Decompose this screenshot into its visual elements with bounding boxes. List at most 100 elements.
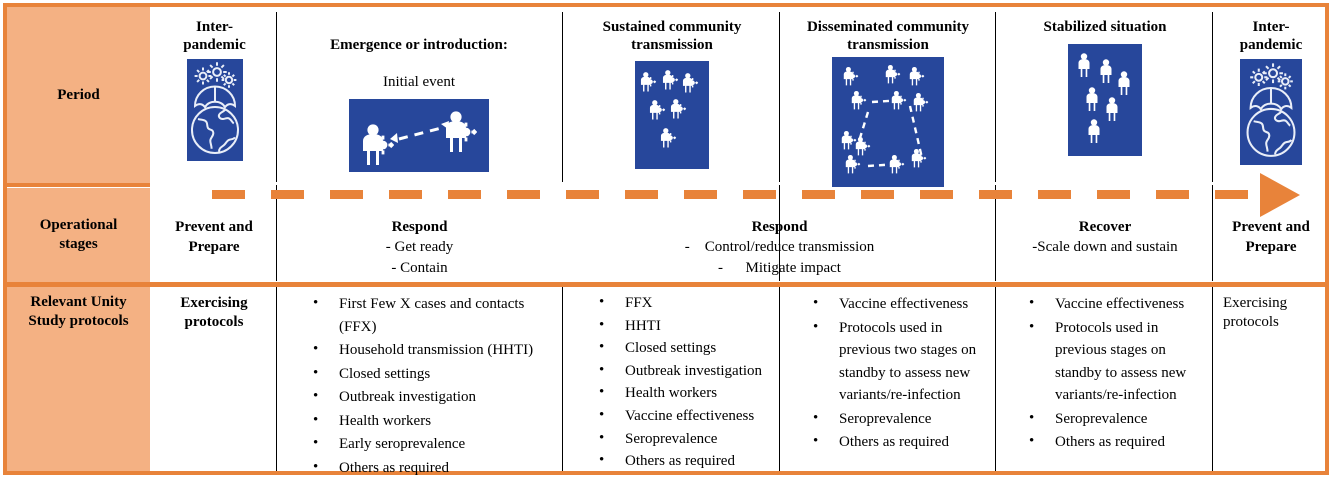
row-header-period: Period	[7, 7, 150, 183]
column-separator-4-row1	[995, 12, 996, 182]
timeline-dash	[1156, 190, 1189, 199]
row-header-period-label: Period	[57, 86, 100, 103]
row-header-protocols: Relevant Unity Study protocols	[7, 287, 150, 471]
network-infected-people-icon	[832, 56, 944, 187]
protocols-cell-disseminated: Vaccine effectiveness Protocols used in …	[783, 289, 993, 455]
column-separator-5-row1	[1212, 12, 1213, 182]
list-item: FFX	[599, 292, 771, 315]
row-separator-ops-protocols	[7, 282, 1325, 287]
timeline-dash	[979, 190, 1012, 199]
ops-stage-recover: Recover -Scale down and sustain	[999, 217, 1211, 258]
ops-stage-line: - Mitigate impact	[718, 259, 841, 276]
period-cell-inter-pandemic-start: Inter- pandemic	[154, 14, 275, 187]
period-title-stabilized: Stabilized situation	[1043, 19, 1167, 35]
timeline-dash	[1097, 190, 1130, 199]
period-title-emergence-main: Emergence or introduction:	[330, 37, 508, 54]
period-cell-inter-pandemic-end: Inter- pandemic	[1217, 14, 1325, 187]
list-item: Health workers	[313, 409, 553, 433]
period-title-disseminated: Disseminated community transmission	[806, 19, 970, 54]
list-item: Seroprevalence	[1029, 407, 1205, 431]
row-header-operational-stages-label: Operational stages	[39, 217, 118, 252]
period-title-sustained: Sustained community transmission	[602, 19, 742, 54]
protocols-list-stabilized: Vaccine effectiveness Protocols used in …	[999, 292, 1211, 454]
ops-stage-respond-control: Respond - Control/reduce transmission - …	[567, 217, 992, 278]
timeline-diagram-frame: Period Operational stages Relevant Unity…	[3, 3, 1329, 478]
ops-stage-title: Respond	[391, 219, 448, 235]
list-item: Others as required	[813, 430, 987, 454]
list-item: Early seroprevalence	[313, 432, 553, 456]
row-header-protocols-label: Relevant Unity Study protocols	[28, 294, 129, 329]
list-item: Outbreak investigation	[599, 360, 771, 383]
ops-stage-line: -Scale down and sustain	[1032, 239, 1178, 256]
timeline-dash	[625, 190, 658, 199]
period-title-emergence: Emergence or introduction: Initial event	[330, 14, 508, 91]
list-item: Others as required	[599, 450, 771, 473]
period-cell-stabilized: Stabilized situation	[999, 14, 1211, 187]
column-separator-3-row1	[779, 12, 780, 182]
list-item: HHTI	[599, 315, 771, 338]
protocols-list-disseminated: Vaccine effectiveness Protocols used in …	[783, 292, 993, 454]
column-separator-4-row2	[995, 185, 996, 281]
six-healthy-people-icon	[1068, 44, 1142, 157]
period-cell-disseminated: Disseminated community transmission	[783, 14, 993, 187]
column-separator-5-row3	[1212, 287, 1213, 471]
timeline-dash	[389, 190, 422, 199]
column-separator-4-row3	[995, 287, 996, 471]
ops-stage-prevent-prepare-start: Prevent and Prepare	[154, 217, 274, 258]
list-item: Household transmission (HHTI)	[313, 338, 553, 362]
row-separator-period-ops	[7, 183, 150, 187]
protocols-text-inter-pandemic-start: Exercising protocols	[180, 295, 248, 330]
timeline-dash	[566, 190, 599, 199]
period-title-inter-pandemic-end: Inter- pandemic	[1239, 19, 1303, 54]
list-item: Seroprevalence	[813, 407, 987, 431]
protocols-list-emergence: First Few X cases and contacts (FFX) Hou…	[279, 292, 559, 480]
column-separator-1-row3	[276, 287, 277, 471]
column-separator-1-row2	[276, 185, 277, 281]
timeline-dash	[802, 190, 835, 199]
timeline-dash	[330, 190, 363, 199]
timeline-dash	[920, 190, 953, 199]
ops-stage-title: Prevent and Prepare	[1232, 219, 1310, 256]
column-separator-2-row3	[562, 287, 563, 471]
column-separator-2-row1	[562, 12, 563, 182]
ops-stage-title: Prevent and Prepare	[175, 219, 253, 256]
ops-stage-prevent-prepare-end: Prevent and Prepare	[1217, 217, 1325, 258]
list-item: Closed settings	[599, 337, 771, 360]
list-item: Health workers	[599, 382, 771, 405]
ops-stage-respond-get-ready: Respond - Get ready - Contain	[282, 217, 557, 278]
timeline-dash	[271, 190, 304, 199]
timeline-dash	[743, 190, 776, 199]
column-separator-5-row2	[1212, 185, 1213, 281]
timeline-arrow-head-icon	[1260, 173, 1300, 217]
list-item: Vaccine effectiveness	[599, 405, 771, 428]
timeline-dash	[212, 190, 245, 199]
ops-stage-line: - Control/reduce transmission	[684, 239, 875, 256]
period-cell-emergence: Emergence or introduction: Initial event	[279, 14, 559, 187]
timeline-dash	[507, 190, 540, 199]
timeline-dash	[1038, 190, 1071, 199]
period-title-emergence-sub: Initial event	[382, 73, 456, 90]
protocols-cell-inter-pandemic-end: Exercising protocols	[1217, 289, 1325, 332]
list-item: Outbreak investigation	[313, 385, 553, 409]
list-item: Protocols used in previous stages on sta…	[1029, 316, 1205, 407]
protocols-text-inter-pandemic-end: Exercising protocols	[1223, 295, 1288, 330]
period-cell-sustained: Sustained community transmission	[565, 14, 779, 187]
list-item: Protocols used in previous two stages on…	[813, 316, 987, 407]
timeline-dash	[861, 190, 894, 199]
ops-stage-title: Recover	[1078, 219, 1132, 235]
column-separator-3-row3	[779, 287, 780, 471]
row-header-operational-stages: Operational stages	[7, 188, 150, 282]
protocols-cell-stabilized: Vaccine effectiveness Protocols used in …	[999, 289, 1211, 455]
protocols-cell-inter-pandemic-start: Exercising protocols	[154, 289, 274, 332]
list-item: Seroprevalence	[599, 428, 771, 451]
timeline-dash	[1215, 190, 1248, 199]
period-title-inter-pandemic-start: Inter- pandemic	[183, 19, 246, 54]
protocols-cell-sustained: FFX HHTI Closed settings Outbreak invest…	[565, 289, 777, 474]
ops-stage-line: - Contain	[391, 259, 448, 276]
list-item: Others as required	[313, 456, 553, 480]
umbrella-globe-virus-icon	[1240, 58, 1302, 165]
timeline-dash	[448, 190, 481, 199]
column-separator-3-row2	[779, 185, 780, 281]
list-item: First Few X cases and contacts (FFX)	[313, 292, 553, 338]
protocols-list-sustained: FFX HHTI Closed settings Outbreak invest…	[565, 292, 777, 473]
